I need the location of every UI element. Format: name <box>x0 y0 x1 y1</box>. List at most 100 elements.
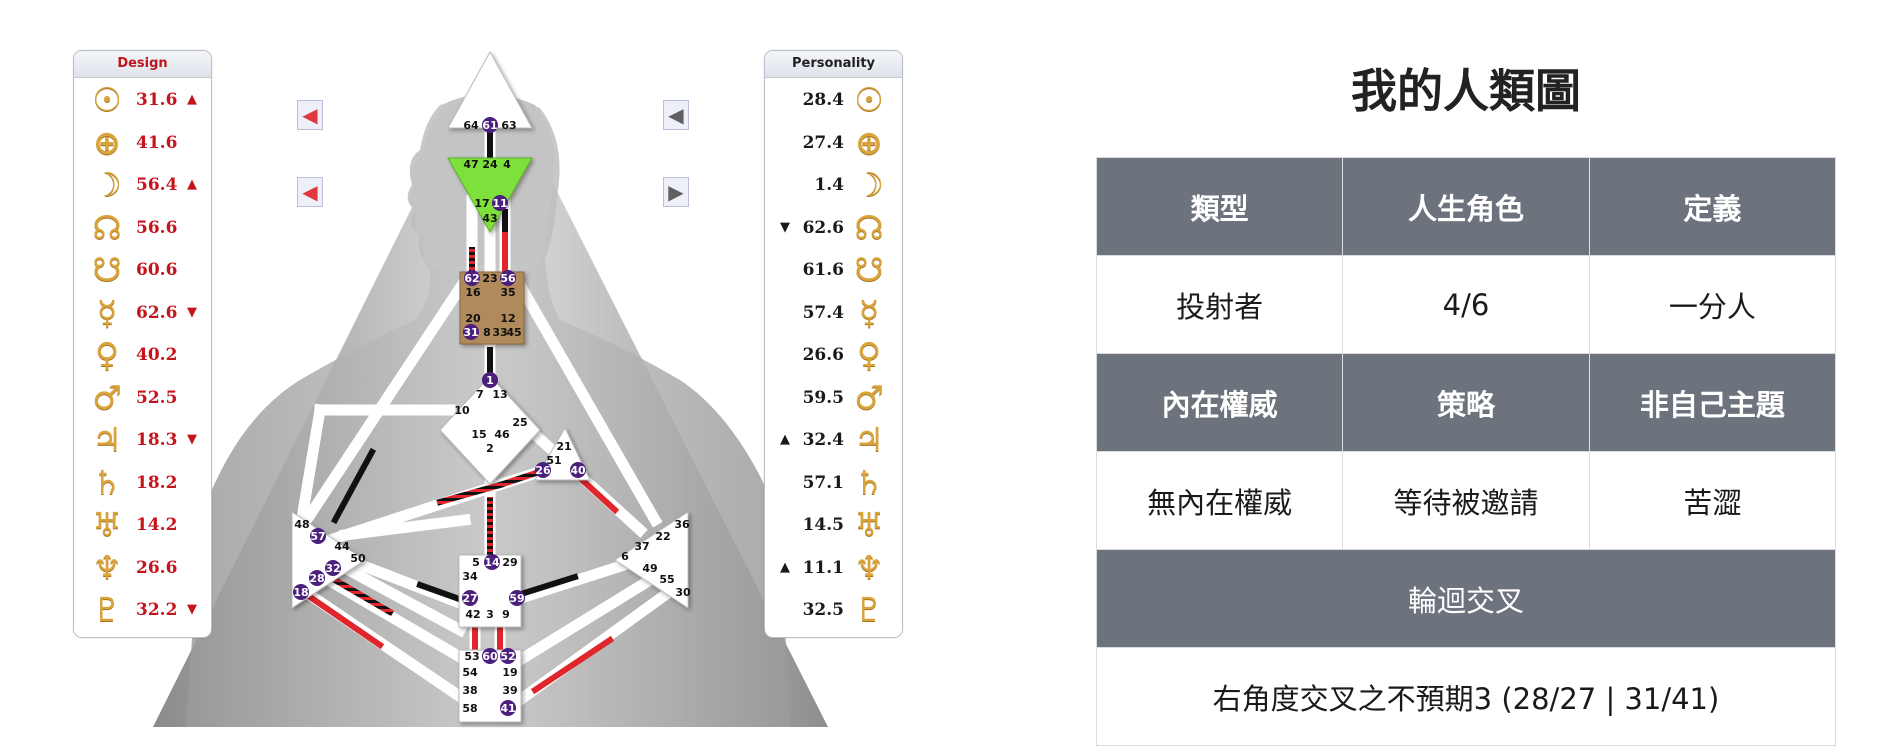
triangle-down-icon: ▼ <box>187 304 197 320</box>
gate-label: 33 <box>492 326 507 339</box>
planet-value: 56.6 <box>136 217 178 238</box>
planet-row: ☊62.6▼ <box>765 207 902 247</box>
design-prev-button-2[interactable]: ◀ <box>297 177 323 207</box>
gate-marker <box>500 700 516 716</box>
triangle-up-icon: ▲ <box>187 177 197 192</box>
planet-row: ⊕41.6 <box>74 123 211 162</box>
planet-row: ♇32.2▼ <box>74 591 211 629</box>
neptune-icon: ♆ <box>854 547 884 587</box>
gate-label: 32 <box>325 562 340 575</box>
gate-label: 41 <box>500 702 515 715</box>
design-prev-button[interactable]: ◀ <box>297 100 323 130</box>
table-row: 無內在權威 等待被邀請 苦澀 <box>1095 451 1837 550</box>
saturn-icon: ♄ <box>854 462 884 502</box>
planet-value: 27.4 <box>802 132 844 153</box>
gate-label: 19 <box>502 666 517 679</box>
gate-label: 25 <box>512 416 527 429</box>
triangle-down-icon: ▼ <box>780 219 790 235</box>
planet-value: 18.2 <box>136 472 178 493</box>
gate-label: 4 <box>503 158 511 171</box>
planet-row: ♃18.3▼ <box>74 421 211 459</box>
gate-marker <box>492 195 508 211</box>
earth-icon: ⊕ <box>855 122 883 162</box>
gate-marker <box>535 462 551 478</box>
planet-row: ☿ 57.4 <box>765 292 902 332</box>
personality-panel: Personality ☉28.4⊕27.4☽1.4☊62.6▼☋61.6☿57… <box>764 50 903 638</box>
planet-value: 26.6 <box>136 557 178 578</box>
gate-label: 47 <box>463 158 478 171</box>
notself-value: 苦澀 <box>1588 451 1837 550</box>
gate-label: 14 <box>484 556 500 569</box>
strategy-value: 等待被邀請 <box>1342 451 1590 550</box>
gate-label: 36 <box>674 518 690 531</box>
gate-label: 49 <box>642 562 657 575</box>
triangle-up-icon: ▲ <box>187 92 197 107</box>
planet-value: 32.5 <box>802 600 844 620</box>
gate-label: 61 <box>482 119 497 132</box>
planet-row: ☊56.6 <box>74 208 211 247</box>
venus-icon: ♀ <box>856 335 882 374</box>
triangle-down-icon: ▼ <box>187 432 197 447</box>
gate-marker <box>500 648 516 664</box>
planet-row: ♆11.1▲ <box>765 547 902 587</box>
gate-label: 23 <box>482 272 497 285</box>
gate-label: 12 <box>500 312 515 325</box>
gate-label: 11 <box>492 197 507 210</box>
gate-label: 6 <box>621 550 629 563</box>
arrow-right-icon: ▶ <box>668 180 684 204</box>
pluto-icon: ♇ <box>854 590 884 629</box>
gate-marker <box>462 590 478 606</box>
gate-label: 5 <box>472 556 480 569</box>
planet-value: 57.4 <box>802 302 844 323</box>
page-title: 我的人類圖 <box>1351 64 1581 118</box>
gate-marker <box>482 372 498 388</box>
gate-label: 16 <box>465 286 481 299</box>
notself-label: 非自己主題 <box>1588 353 1837 452</box>
mercury-icon: ☿ <box>96 292 118 332</box>
gate-label: 50 <box>350 552 366 565</box>
sun-icon: ☉ <box>854 80 884 119</box>
authority-label: 內在權威 <box>1095 353 1344 452</box>
planet-value: 62.6 <box>136 302 178 323</box>
moon-icon: ☽ <box>92 165 122 204</box>
gate-label: 3 <box>486 608 494 621</box>
planet-row: ☉31.6▲ <box>74 81 211 119</box>
gate-label: 18 <box>293 586 308 599</box>
strategy-label: 策略 <box>1342 353 1590 452</box>
planet-row: ☉28.4 <box>765 81 902 119</box>
gate-label: 29 <box>502 556 517 569</box>
gate-label: 64 <box>463 119 479 132</box>
planet-value: 31.6 <box>136 90 178 110</box>
planet-row: ♀26.6 <box>765 336 902 374</box>
gate-label: 17 <box>474 197 489 210</box>
gate-label: 35 <box>500 286 515 299</box>
planet-value: 14.2 <box>136 515 178 535</box>
personality-panel-title: Personality <box>765 51 902 78</box>
planet-row: ☋60.6 <box>74 251 211 289</box>
arrow-left-icon: ◀ <box>668 103 684 127</box>
gate-label: 62 <box>464 272 479 285</box>
head-center <box>447 50 533 129</box>
mercury-icon: ☿ <box>858 292 880 332</box>
gate-label: 37 <box>634 540 649 553</box>
planet-value: 32.2 <box>136 600 178 620</box>
gate-label: 46 <box>494 428 510 441</box>
gate-label: 26 <box>535 464 551 477</box>
planet-value: 61.6 <box>802 260 844 280</box>
type-label: 類型 <box>1095 157 1344 256</box>
gate-label: 38 <box>462 684 477 697</box>
personality-prev-button[interactable]: ◀ <box>663 100 689 130</box>
planet-row: ♀40.2 <box>74 336 211 374</box>
saturn-icon: ♄ <box>92 462 122 502</box>
gate-label: 7 <box>476 388 484 401</box>
moon-icon: ☽ <box>854 165 884 204</box>
jupiter-icon: ♃ <box>92 420 122 459</box>
gate-marker <box>463 324 479 340</box>
gate-marker <box>464 270 480 286</box>
gate-marker <box>310 528 326 544</box>
gate-label: 52 <box>500 650 515 663</box>
gate-label: 59 <box>509 592 524 605</box>
gate-label: 45 <box>506 326 521 339</box>
north-node-icon: ☊ <box>854 207 884 247</box>
personality-next-button[interactable]: ▶ <box>663 177 689 207</box>
